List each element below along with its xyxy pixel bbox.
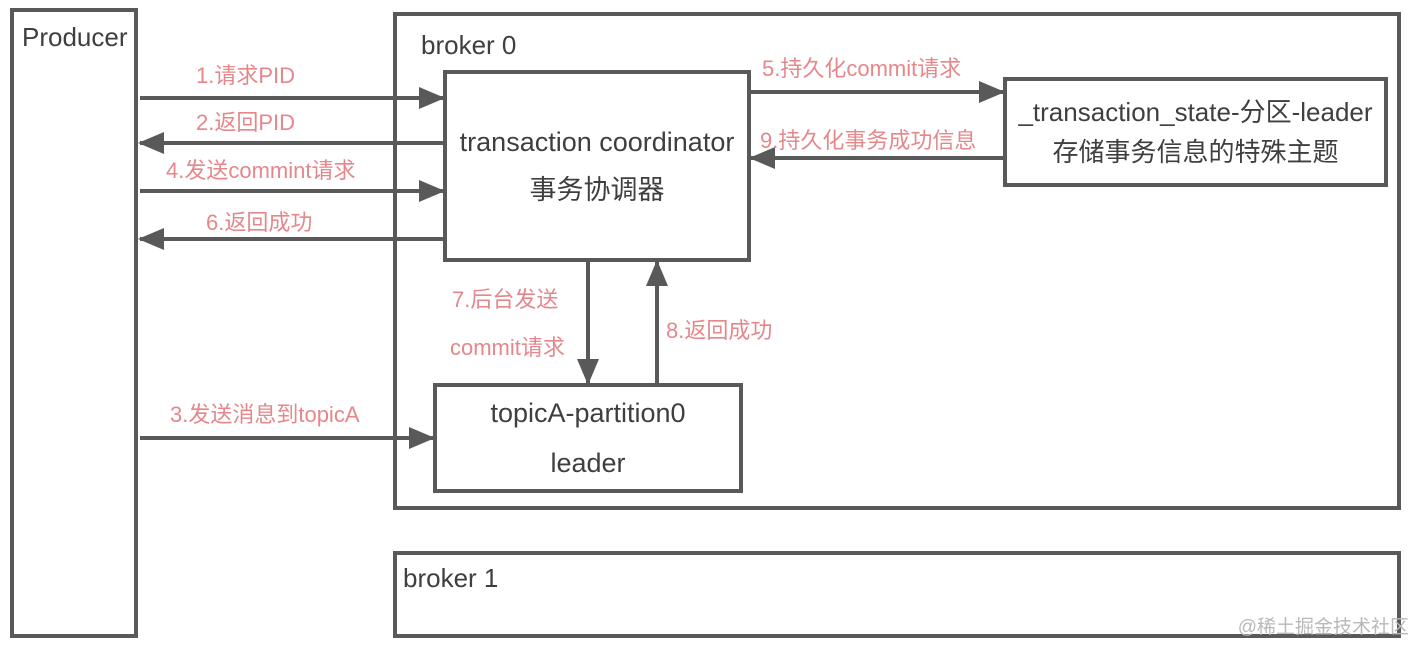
arrow-4-send-commit-request — [140, 180, 445, 202]
arrow-6-return-success — [138, 228, 443, 250]
transaction-coordinator-label-zh: 事务协调器 — [529, 175, 665, 205]
arrow-1-label: 1.请求PID — [196, 63, 296, 88]
transaction-state-topic-desc: 存储事务信息的特殊主题 — [1052, 137, 1339, 167]
transaction-coordinator-box: transaction coordinator 事务协调器 — [443, 70, 751, 262]
arrow-2-return-pid — [138, 132, 443, 154]
arrow-8-label: 8.返回成功 — [666, 318, 773, 343]
arrow-9-label: 9.持久化事务成功信息 — [760, 128, 977, 153]
arrow-7-background-send-commit — [577, 262, 599, 385]
producer-box: Producer — [10, 8, 138, 638]
topic-a-partition0-box: topicA-partition0 leader — [433, 383, 743, 493]
broker0-label: broker 0 — [421, 30, 517, 60]
arrow-1-request-pid — [140, 87, 445, 109]
transaction-coordinator-label-en: transaction coordinator — [459, 127, 735, 157]
topic-a-partition0-role: leader — [550, 448, 626, 478]
arrow-8-return-success — [646, 260, 668, 383]
arrow-4-label: 4.发送commint请求 — [166, 158, 356, 183]
arrow-3-label: 3.发送消息到topicA — [170, 402, 360, 427]
transaction-state-topic-box: _transaction_state-分区-leader 存储事务信息的特殊主题 — [1003, 77, 1388, 187]
transaction-state-topic-name: _transaction_state-分区-leader — [1018, 97, 1373, 127]
juejin-watermark: @稀土掘金技术社区 — [1237, 617, 1409, 638]
arrow-9-persist-success-info — [749, 147, 1003, 169]
topic-a-partition0-name: topicA-partition0 — [490, 398, 686, 428]
broker1-label: broker 1 — [403, 563, 499, 593]
arrow-6-label: 6.返回成功 — [206, 210, 313, 235]
arrow-7-label-line1: 7.后台发送 — [452, 287, 559, 312]
arrow-3-send-message-to-topic-a — [140, 427, 435, 449]
arrow-5-label: 5.持久化commit请求 — [762, 56, 962, 81]
arrow-2-label: 2.返回PID — [196, 110, 296, 135]
arrow-7-label-line2: commit请求 — [450, 335, 565, 360]
broker1-box: broker 1 — [393, 551, 1401, 638]
arrow-5-persist-commit-request — [751, 81, 1005, 103]
producer-label: Producer — [22, 22, 128, 52]
